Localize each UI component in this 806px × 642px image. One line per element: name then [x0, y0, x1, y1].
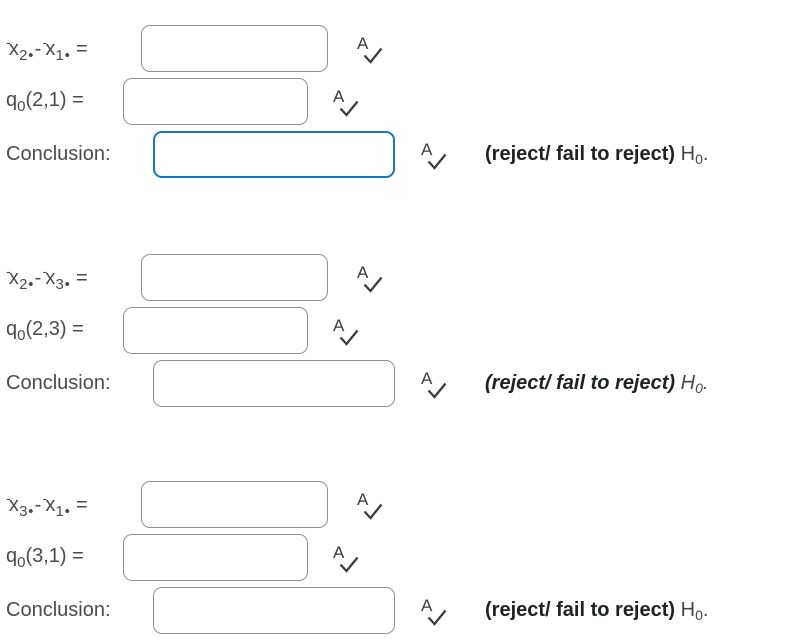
dot-subscript: • — [64, 46, 71, 64]
mean-diff-row: -x2•--x1•= A — [6, 22, 806, 75]
reject-hint-text: (reject/ fail to reject) H0. — [485, 598, 709, 623]
reject-hint-text: (reject/ fail to reject) H0. — [485, 371, 709, 396]
q-stat-row: q0(3,1) = A — [6, 531, 806, 584]
answer-check-icon: A — [332, 88, 359, 119]
comparison-group-2-1: -x2•--x1•= A q0(2,1) = A Conclusion: A (… — [6, 22, 806, 181]
conclusion-input[interactable] — [153, 587, 395, 634]
mean-diff-input[interactable] — [141, 481, 328, 528]
q-stat-input[interactable] — [123, 307, 308, 354]
answer-check-icon: A — [356, 35, 383, 66]
answer-check-icon: A — [420, 141, 447, 172]
q-stat-label: q0(3,1) = — [6, 544, 84, 571]
mean-diff-label: -x2•--x1•= — [6, 33, 88, 64]
mean-diff-label: -x3•--x1•= — [6, 489, 88, 520]
conclusion-row: Conclusion: A (reject/ fail to reject) H… — [6, 357, 806, 410]
dot-subscript: • — [64, 275, 71, 293]
dot-subscript: • — [28, 502, 34, 520]
conclusion-input[interactable] — [153, 360, 395, 407]
q-stat-input[interactable] — [123, 534, 308, 581]
h0-text: H0. — [680, 371, 709, 396]
x-bar: - — [6, 33, 11, 50]
answer-check-icon: A — [356, 264, 383, 295]
conclusion-row: Conclusion: A (reject/ fail to reject) H… — [6, 584, 806, 637]
mean-diff-row: -x3•--x1•= A — [6, 478, 806, 531]
mean-diff-label: -x2•--x3•= — [6, 262, 88, 293]
q-stat-input[interactable] — [123, 78, 308, 125]
answer-check-icon: A — [420, 597, 447, 628]
h0-text: H0. — [680, 142, 709, 167]
answer-check-icon: A — [356, 491, 383, 522]
dot-subscript: • — [64, 502, 71, 520]
answer-check-icon: A — [332, 544, 359, 575]
conclusion-label: Conclusion: — [6, 372, 111, 394]
mean-diff-input[interactable] — [141, 25, 328, 72]
conclusion-label: Conclusion: — [6, 599, 111, 621]
answer-check-icon: A — [332, 317, 359, 348]
x-bar: - — [42, 33, 48, 50]
conclusion-label: Conclusion: — [6, 143, 111, 165]
reject-hint-text: (reject/ fail to reject) H0. — [485, 142, 709, 167]
conclusion-input[interactable] — [153, 131, 395, 178]
x-bar: - — [42, 489, 48, 506]
x-bar: - — [42, 262, 48, 279]
mean-diff-row: -x2•--x3•= A — [6, 251, 806, 304]
q-stat-row: q0(2,3) = A — [6, 304, 806, 357]
h0-text: H0. — [680, 598, 709, 623]
q-stat-label: q0(2,1) = — [6, 88, 84, 115]
q-stat-label: q0(2,3) = — [6, 317, 84, 344]
comparison-group-3-1: -x3•--x1•= A q0(3,1) = A Conclusion: A (… — [6, 478, 806, 637]
answer-check-icon: A — [420, 370, 447, 401]
dot-subscript: • — [28, 46, 34, 64]
x-bar: - — [6, 262, 11, 279]
x-bar: - — [6, 489, 11, 506]
comparison-group-2-3: -x2•--x3•= A q0(2,3) = A Conclusion: A (… — [6, 251, 806, 410]
conclusion-row: Conclusion: A (reject/ fail to reject) H… — [6, 128, 806, 181]
dot-subscript: • — [28, 275, 34, 293]
q-stat-row: q0(2,1) = A — [6, 75, 806, 128]
mean-diff-input[interactable] — [141, 254, 328, 301]
